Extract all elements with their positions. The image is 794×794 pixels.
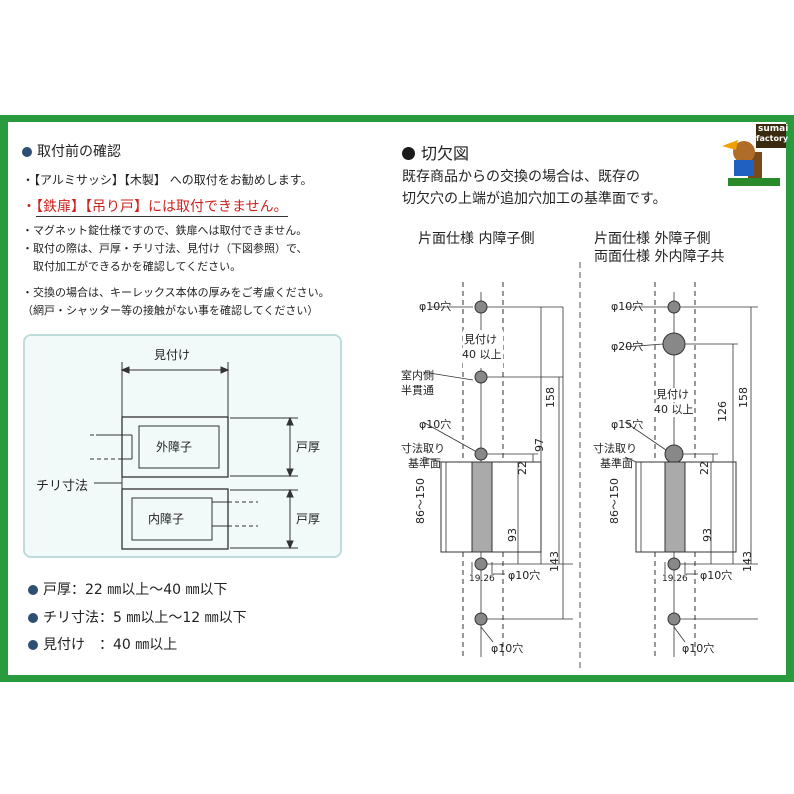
not-allowed-text: 【鉄扉】【吊り戸】には取付できません。: [36, 199, 288, 217]
red-prefix: ・: [22, 199, 36, 215]
spec-chiri-text: チリ寸法：5 ㎜以上〜12 ㎜以下: [43, 610, 247, 626]
line-recommend: ・【アルミサッシ】【木製】 への取付をお勧めします。: [22, 173, 313, 187]
line-check1: ・取付の際は、戸厚・チリ寸法、見付け（下図参照）で、: [22, 242, 308, 255]
d1-sunpo-1: 寸法取り: [401, 442, 445, 455]
col1-title: 片面仕様 内障子側: [418, 231, 535, 247]
label-todoku-1: 戸厚: [296, 440, 321, 454]
d1-phi10-mid: φ10穴: [419, 418, 452, 431]
left-heading-text: 取付前の確認: [37, 144, 121, 160]
d1-n97: 97: [533, 438, 546, 452]
right-heading: 切欠図: [402, 140, 469, 164]
col2-title-1: 片面仕様 外障子側: [594, 231, 711, 247]
d1-width: 19.26: [469, 574, 495, 584]
label-outer-sash: 外障子: [156, 440, 193, 454]
d1-phi10-b2: φ10穴: [491, 642, 524, 655]
d1-mitsuke-2: 40 以上: [462, 348, 502, 362]
d2-sunpo-1: 寸法取り: [593, 442, 637, 455]
d2-mitsuke-2: 40 以上: [654, 403, 694, 417]
d1-n22: 22: [516, 461, 529, 475]
right-desc-2: 切欠穴の上端が追加穴加工の基準面です。: [402, 191, 667, 207]
d2-phi20: φ20穴: [611, 340, 644, 353]
line-check2: 取付加工ができるかを確認してください。: [22, 260, 242, 273]
d1-shitsunai-2: 半貫通: [401, 384, 434, 397]
left-heading: 取付前の確認: [22, 141, 121, 161]
spec-chiri: チリ寸法：5 ㎜以上〜12 ㎜以下: [28, 609, 247, 627]
d1-n158: 158: [544, 387, 557, 408]
diagram-1: [422, 282, 573, 657]
line-magnet: ・マグネット錠仕様ですので、鉄扉へは取付できません。: [22, 224, 308, 237]
spec-todoku: 戸厚：22 ㎜以上〜40 ㎜以下: [28, 581, 228, 599]
spec-mitsuke-text: 見付け ：40 ㎜以上: [43, 637, 178, 653]
d2-n158: 158: [737, 387, 750, 408]
d1-range: 86〜150: [414, 478, 427, 524]
right-desc-1: 既存商品からの交換の場合は、既存の: [402, 169, 640, 185]
d2-phi10-top: φ10穴: [611, 300, 644, 313]
d1-n143: 143: [548, 551, 561, 572]
bullet-icon: [28, 640, 38, 650]
d1-phi10-b1: φ10穴: [508, 569, 541, 582]
cutout-diagram: [422, 262, 758, 672]
logo-line1: sumai: [758, 124, 789, 134]
label-chiri: チリ寸法: [36, 479, 89, 494]
sash-diagram-box: [23, 334, 342, 558]
bullet-icon: [28, 585, 38, 595]
d2-range: 86〜150: [608, 478, 621, 524]
spec-mitsuke: 見付け ：40 ㎜以上: [28, 636, 177, 654]
d2-sunpo-2: 基準面: [600, 457, 633, 470]
sumai-factory-logo: sumai factory: [708, 122, 789, 194]
d2-width: 19.26: [662, 574, 688, 584]
green-frame: 取付前の確認 ・【アルミサッシ】【木製】 への取付をお勧めします。 ・【鉄扉】【…: [0, 115, 794, 682]
line-exchange2: （網戸・シャッター等の接触がない事を確認してください）: [22, 304, 319, 317]
d2-n22: 22: [698, 461, 711, 475]
d1-mitsuke-1: 見付け: [464, 333, 497, 347]
d2-phi10-b1: φ10穴: [700, 569, 733, 582]
label-todoku-2: 戸厚: [296, 512, 321, 526]
line-not-allowed: ・【鉄扉】【吊り戸】には取付できません。: [22, 196, 288, 217]
d2-phi10-b2: φ10穴: [682, 642, 715, 655]
d2-n126: 126: [716, 401, 729, 422]
label-inner-sash: 内障子: [148, 512, 185, 526]
label-mitsuke: 見付け: [154, 348, 191, 362]
logo-line2: factory: [756, 134, 789, 143]
right-heading-text: 切欠図: [421, 144, 470, 163]
sash-diagram: [90, 362, 298, 550]
d2-n93: 93: [701, 528, 714, 542]
d2-n143: 143: [741, 551, 754, 572]
spec-todoku-text: 戸厚：22 ㎜以上〜40 ㎜以下: [43, 582, 228, 598]
d2-phi15: φ15穴: [611, 418, 644, 431]
content-panel: 取付前の確認 ・【アルミサッシ】【木製】 への取付をお勧めします。 ・【鉄扉】【…: [8, 122, 789, 675]
d1-n93: 93: [506, 528, 519, 542]
line-exchange1: ・交換の場合は、キーレックス本体の厚みをご考慮ください。: [22, 286, 330, 299]
bullet-icon: [28, 613, 38, 623]
bullet-icon: [402, 147, 415, 160]
d1-phi10-top: φ10穴: [419, 300, 452, 313]
d2-mitsuke-1: 見付け: [656, 388, 689, 402]
col2-title-2: 両面仕様 外内障子共: [594, 249, 725, 265]
d1-shitsunai-1: 室内側: [401, 369, 434, 382]
bullet-icon: [22, 147, 32, 157]
diagram-2: [624, 282, 758, 657]
d1-sunpo-2: 基準面: [408, 457, 441, 470]
